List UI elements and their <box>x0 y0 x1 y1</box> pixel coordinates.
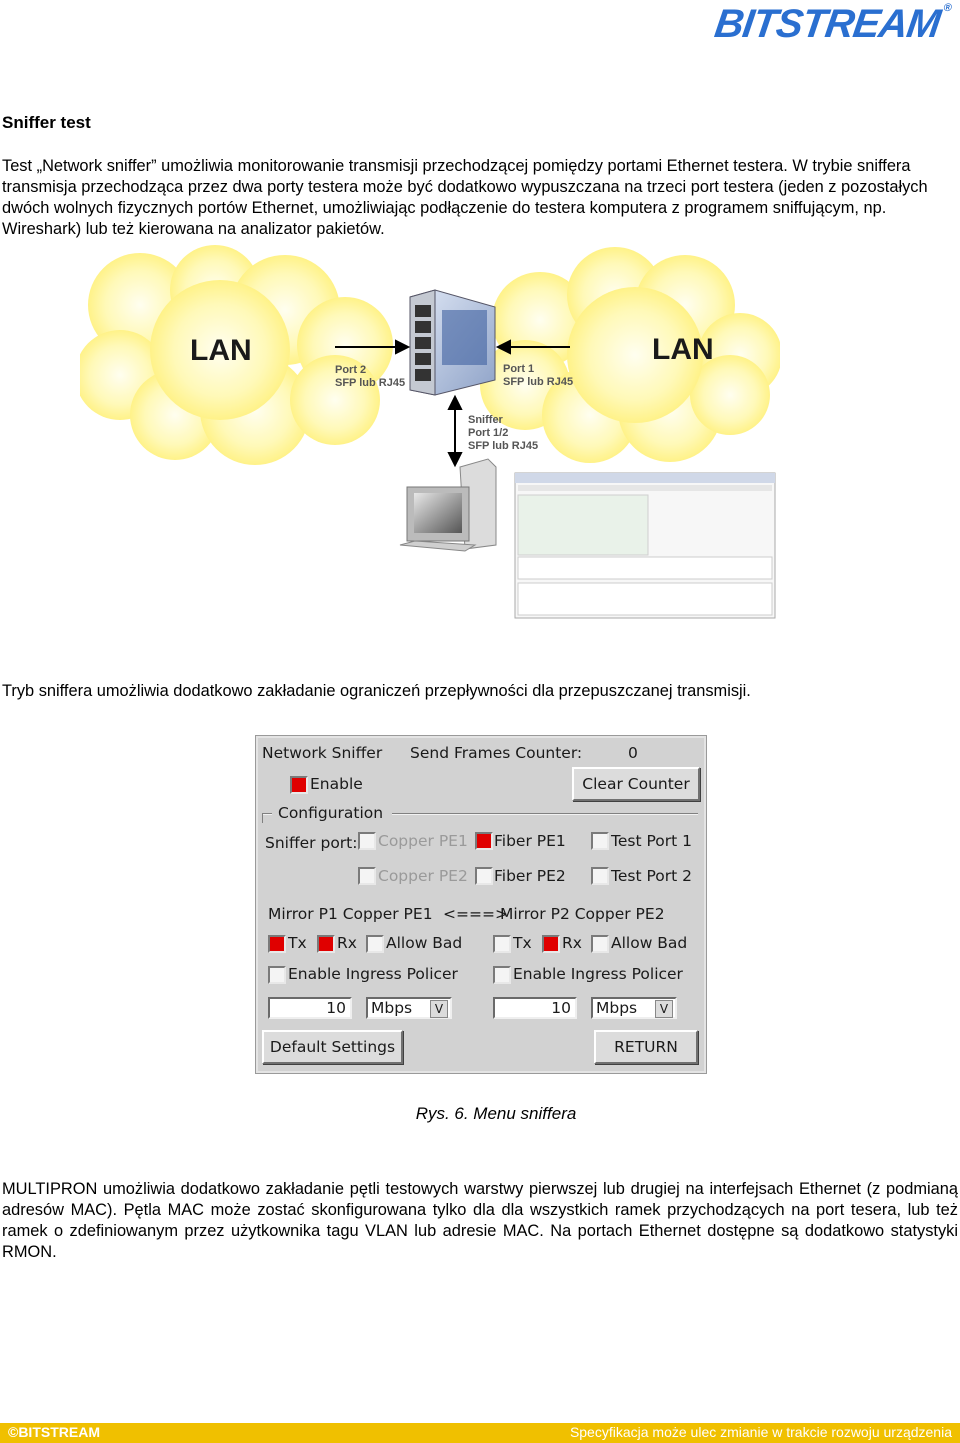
sniffer-mode-paragraph: Tryb sniffera umożliwia dodatkowo zakład… <box>2 682 751 700</box>
left-allow-bad-label: Allow Bad <box>386 934 463 952</box>
counter-value: 0 <box>628 744 638 762</box>
sniffer-type: SFP lub RJ45 <box>468 440 538 452</box>
right-allow-bad-label: Allow Bad <box>611 934 688 952</box>
loop-paragraph: MULTIPRON umożliwia dodatkowo zakładanie… <box>2 1180 958 1261</box>
footer-note: Specyfikacja może ulec zmianie w trakcie… <box>569 1424 952 1440</box>
figure-caption: Rys. 6. Menu sniffera <box>415 1104 577 1123</box>
connection-arrows <box>335 339 570 468</box>
sniffer-network-diagram: LAN LAN <box>80 245 780 625</box>
right-rx-label: Rx <box>562 934 582 952</box>
chevron-down-icon[interactable]: V <box>655 1000 673 1018</box>
network-sniffer-menu: Network Sniffer Send Frames Counter: 0 E… <box>255 735 707 1074</box>
intro-paragraph: Test „Network sniffer” umożliwia monitor… <box>2 157 928 238</box>
left-ingress-policer-label: Enable Ingress Policer <box>288 965 458 983</box>
right-ingress-policer-checkbox[interactable] <box>493 966 511 984</box>
section-heading: Sniffer test <box>2 113 91 132</box>
right-rate-input[interactable]: 10 <box>493 997 577 1019</box>
sniffer-port-label: Sniffer port: <box>265 834 358 852</box>
return-button[interactable]: RETURN <box>594 1030 698 1064</box>
default-settings-button[interactable]: Default Settings <box>262 1030 403 1064</box>
copper-pe1-label: Copper PE1 <box>378 832 468 850</box>
chevron-down-icon[interactable]: V <box>430 1000 448 1018</box>
left-lan-cloud: LAN <box>80 245 393 465</box>
copper-pe1-checkbox[interactable] <box>358 832 376 850</box>
left-rx-label: Rx <box>337 934 357 952</box>
lan-left-label: LAN <box>190 334 252 367</box>
copper-pe2-checkbox[interactable] <box>358 867 376 885</box>
left-unit-select[interactable]: Mbps V <box>366 997 452 1019</box>
enable-label: Enable <box>310 775 363 793</box>
right-unit-select[interactable]: Mbps V <box>591 997 677 1019</box>
tester-device <box>409 289 496 396</box>
right-ingress-policer-label: Enable Ingress Policer <box>513 965 683 983</box>
right-rx-checkbox[interactable] <box>542 935 560 953</box>
test-port-1-checkbox[interactable] <box>591 832 609 850</box>
wireshark-window <box>514 472 776 619</box>
left-rx-checkbox[interactable] <box>317 935 335 953</box>
left-allow-bad-checkbox[interactable] <box>366 935 384 953</box>
right-lan-cloud: LAN <box>480 247 780 463</box>
test-port-2-label: Test Port 2 <box>611 867 692 885</box>
left-tx-label: Tx <box>288 934 307 952</box>
left-tx-checkbox[interactable] <box>268 935 286 953</box>
left-unit-value: Mbps <box>371 999 413 1017</box>
mirror-p2-label: Mirror P2 Copper PE2 <box>500 905 665 923</box>
port1-label: Port 1 <box>503 363 534 375</box>
computer-icon <box>399 458 497 552</box>
right-tx-checkbox[interactable] <box>493 935 511 953</box>
right-allow-bad-checkbox[interactable] <box>591 935 609 953</box>
fiber-pe1-checkbox[interactable] <box>475 832 493 850</box>
right-unit-value: Mbps <box>596 999 638 1017</box>
sniffer-label: Sniffer <box>468 414 504 426</box>
fiber-pe2-label: Fiber PE2 <box>494 867 566 885</box>
page-footer: ©BITSTREAM Specyfikacja może ulec zmiani… <box>0 1423 960 1443</box>
bitstream-logo: BITSTREAM® <box>711 2 952 47</box>
fiber-pe2-checkbox[interactable] <box>475 867 493 885</box>
lan-right-label: LAN <box>652 333 714 366</box>
test-port-1-label: Test Port 1 <box>611 832 692 850</box>
right-tx-label: Tx <box>513 934 532 952</box>
clear-counter-button[interactable]: Clear Counter <box>572 767 700 801</box>
logo-text: BITSTREAM <box>711 2 943 46</box>
mirror-p1-label: Mirror P1 Copper PE1 <box>268 905 433 923</box>
registered-mark: ® <box>942 2 952 14</box>
menu-title: Network Sniffer <box>262 744 383 762</box>
configuration-legend: Configuration <box>278 804 384 822</box>
port1-type: SFP lub RJ45 <box>503 376 573 388</box>
port2-type: SFP lub RJ45 <box>335 377 405 389</box>
mirror-arrow: <===> <box>443 905 508 923</box>
left-rate-input[interactable]: 10 <box>268 997 352 1019</box>
left-ingress-policer-checkbox[interactable] <box>268 966 286 984</box>
footer-copyright: ©BITSTREAM <box>8 1424 100 1440</box>
copper-pe2-label: Copper PE2 <box>378 867 468 885</box>
sniffer-port: Port 1/2 <box>468 427 508 439</box>
counter-label: Send Frames Counter: <box>410 744 583 762</box>
enable-checkbox[interactable] <box>290 776 308 794</box>
test-port-2-checkbox[interactable] <box>591 867 609 885</box>
port2-label: Port 2 <box>335 364 366 376</box>
fiber-pe1-label: Fiber PE1 <box>494 832 566 850</box>
